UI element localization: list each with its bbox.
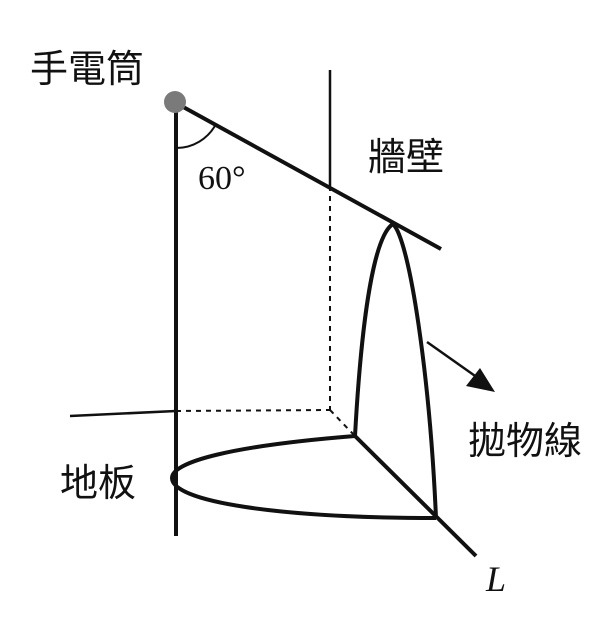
hidden-floor-edge: [175, 409, 331, 412]
floor-ellipse: [169, 434, 437, 520]
angle-label: 60°: [198, 160, 246, 197]
hidden-corner-edge: [329, 409, 356, 437]
wall-parabola: [353, 221, 438, 519]
parabola-arrow-head: [466, 368, 495, 392]
flashlight-icon: [164, 91, 186, 113]
wall-label: 牆壁: [368, 135, 445, 179]
angle-arc: [175, 123, 217, 150]
line-L: [353, 434, 478, 558]
floor-label: 地板: [60, 461, 137, 505]
parabola-label: 拋物線: [468, 419, 583, 463]
parabola-arrow-line: [426, 340, 479, 380]
line-L-label: L: [486, 559, 507, 599]
floor-line: [69, 409, 177, 418]
light-ray: [175, 101, 442, 251]
flashlight-label: 手電筒: [30, 47, 145, 91]
